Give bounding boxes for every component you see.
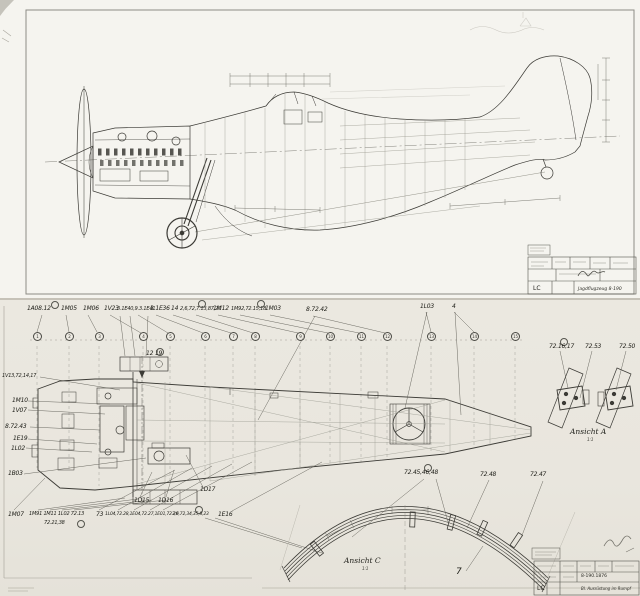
ref-circle (51, 301, 59, 309)
part-label: 72.21,38 (44, 520, 65, 526)
leader-lines-top (36, 311, 475, 421)
part-label: 1V13,72,14,17 (2, 373, 37, 379)
part-label: 1M92,72.15,18 (231, 306, 267, 312)
bottom-title-block-code: LC (537, 585, 545, 592)
part-label: 1V23 (104, 305, 119, 312)
top-title-block-code: LC (533, 285, 541, 292)
ref-circle (77, 520, 85, 528)
part-label: 72.47 (530, 471, 547, 478)
part-label: 1V07 (12, 407, 27, 414)
part-label: 7 (456, 567, 462, 577)
detail-a-title: Ansicht A (570, 427, 607, 436)
detail-view-c (279, 478, 576, 593)
callout-circle: 8 (251, 332, 260, 341)
part-label: 72.50 (619, 343, 636, 350)
part-label: 72.48 (480, 471, 497, 478)
part-label: 1M07 (8, 511, 24, 518)
part-label: 72.53 (585, 343, 602, 350)
bottom-title-block (531, 535, 640, 596)
part-label: 12 19 (146, 350, 163, 357)
part-label: 8.72.42 (306, 306, 328, 313)
part-label: 3,6,72,34,35,8,23 (172, 512, 209, 517)
detail-a-scale: 1:1 (587, 437, 594, 442)
ref-circle (195, 506, 203, 514)
callout-circle: 2 (65, 332, 74, 341)
part-label: 1B03 (8, 470, 23, 477)
part-label: 1L02 (11, 445, 25, 452)
part-label: 1E19 (13, 435, 28, 442)
station-drop-lines (36, 346, 516, 486)
callout-circle: 11 (357, 332, 366, 341)
callout-circle: 10 (326, 332, 335, 341)
top-title-block (527, 244, 637, 295)
part-label: 72.45,46,48 (404, 469, 439, 476)
fuselage-profile (31, 356, 532, 505)
part-label: 3.1E40,9.3.1E41 (117, 306, 156, 312)
callout-circle: 14 (470, 332, 479, 341)
part-label: 3.1E36 (150, 305, 170, 312)
callout-circle: 13 (427, 332, 436, 341)
aircraft-side-view-drawing (1, 9, 637, 295)
ref-circle (198, 300, 206, 308)
part-label: 1D17 (200, 486, 216, 493)
equipment-installation-drawing (3, 306, 640, 596)
ref-circle (424, 464, 432, 472)
part-label: 1M06 (83, 305, 99, 312)
part-label: 1M03 (265, 305, 281, 312)
callout-circle: 5 (166, 332, 175, 341)
callout-circle: 6 (201, 332, 210, 341)
callout-circle: 7 (229, 332, 238, 341)
ref-circle (560, 338, 568, 346)
part-label: 1M12 (213, 305, 229, 312)
sheet-seam (0, 298, 640, 300)
part-label: 4 (452, 303, 456, 310)
part-label: 1L04,72.28,1E04,72.27,1E01,72.29 (105, 512, 179, 517)
ref-circle (156, 348, 164, 356)
part-label: 1M91 1M11 1L02 72.13 (29, 511, 85, 517)
callout-circle: 4 (139, 332, 148, 341)
callout-circle: 3 (95, 332, 104, 341)
bottom-title-block-title: Bl. Ausrüstung im Rumpf (581, 586, 631, 591)
callout-circle: 15 (511, 332, 520, 341)
part-label: 1L03 (420, 303, 434, 310)
ref-circle (257, 300, 265, 308)
part-label: 1M05 (61, 305, 77, 312)
bottom-title-block-number: 8-190.1876 (581, 574, 607, 579)
callout-circle: 1 (33, 332, 42, 341)
part-label: 8.72.43 (5, 423, 27, 430)
detail-c-title: Ansicht C (344, 556, 381, 565)
detail-view-a (547, 350, 634, 429)
callout-circle: 12 (383, 332, 392, 341)
callout-circle: 9 (296, 332, 305, 341)
detail-c-scale: 1:1 (362, 566, 369, 571)
part-label: 2,6,72,7.13,87,20 (180, 306, 222, 312)
part-label: 73 (96, 511, 104, 518)
part-label: 72.16,17 (549, 343, 575, 350)
part-label: 1A08.12 (27, 305, 51, 312)
top-title-block-title: Jagdflugzeug 8-190 (578, 287, 622, 292)
leader-lines-side (13, 311, 462, 554)
part-label: 14 (171, 305, 179, 312)
part-label: 1E16 (218, 511, 233, 518)
part-label: 1D16 (158, 497, 174, 504)
part-label: 1M10 (12, 397, 28, 404)
part-label: 1D15 (134, 497, 150, 504)
